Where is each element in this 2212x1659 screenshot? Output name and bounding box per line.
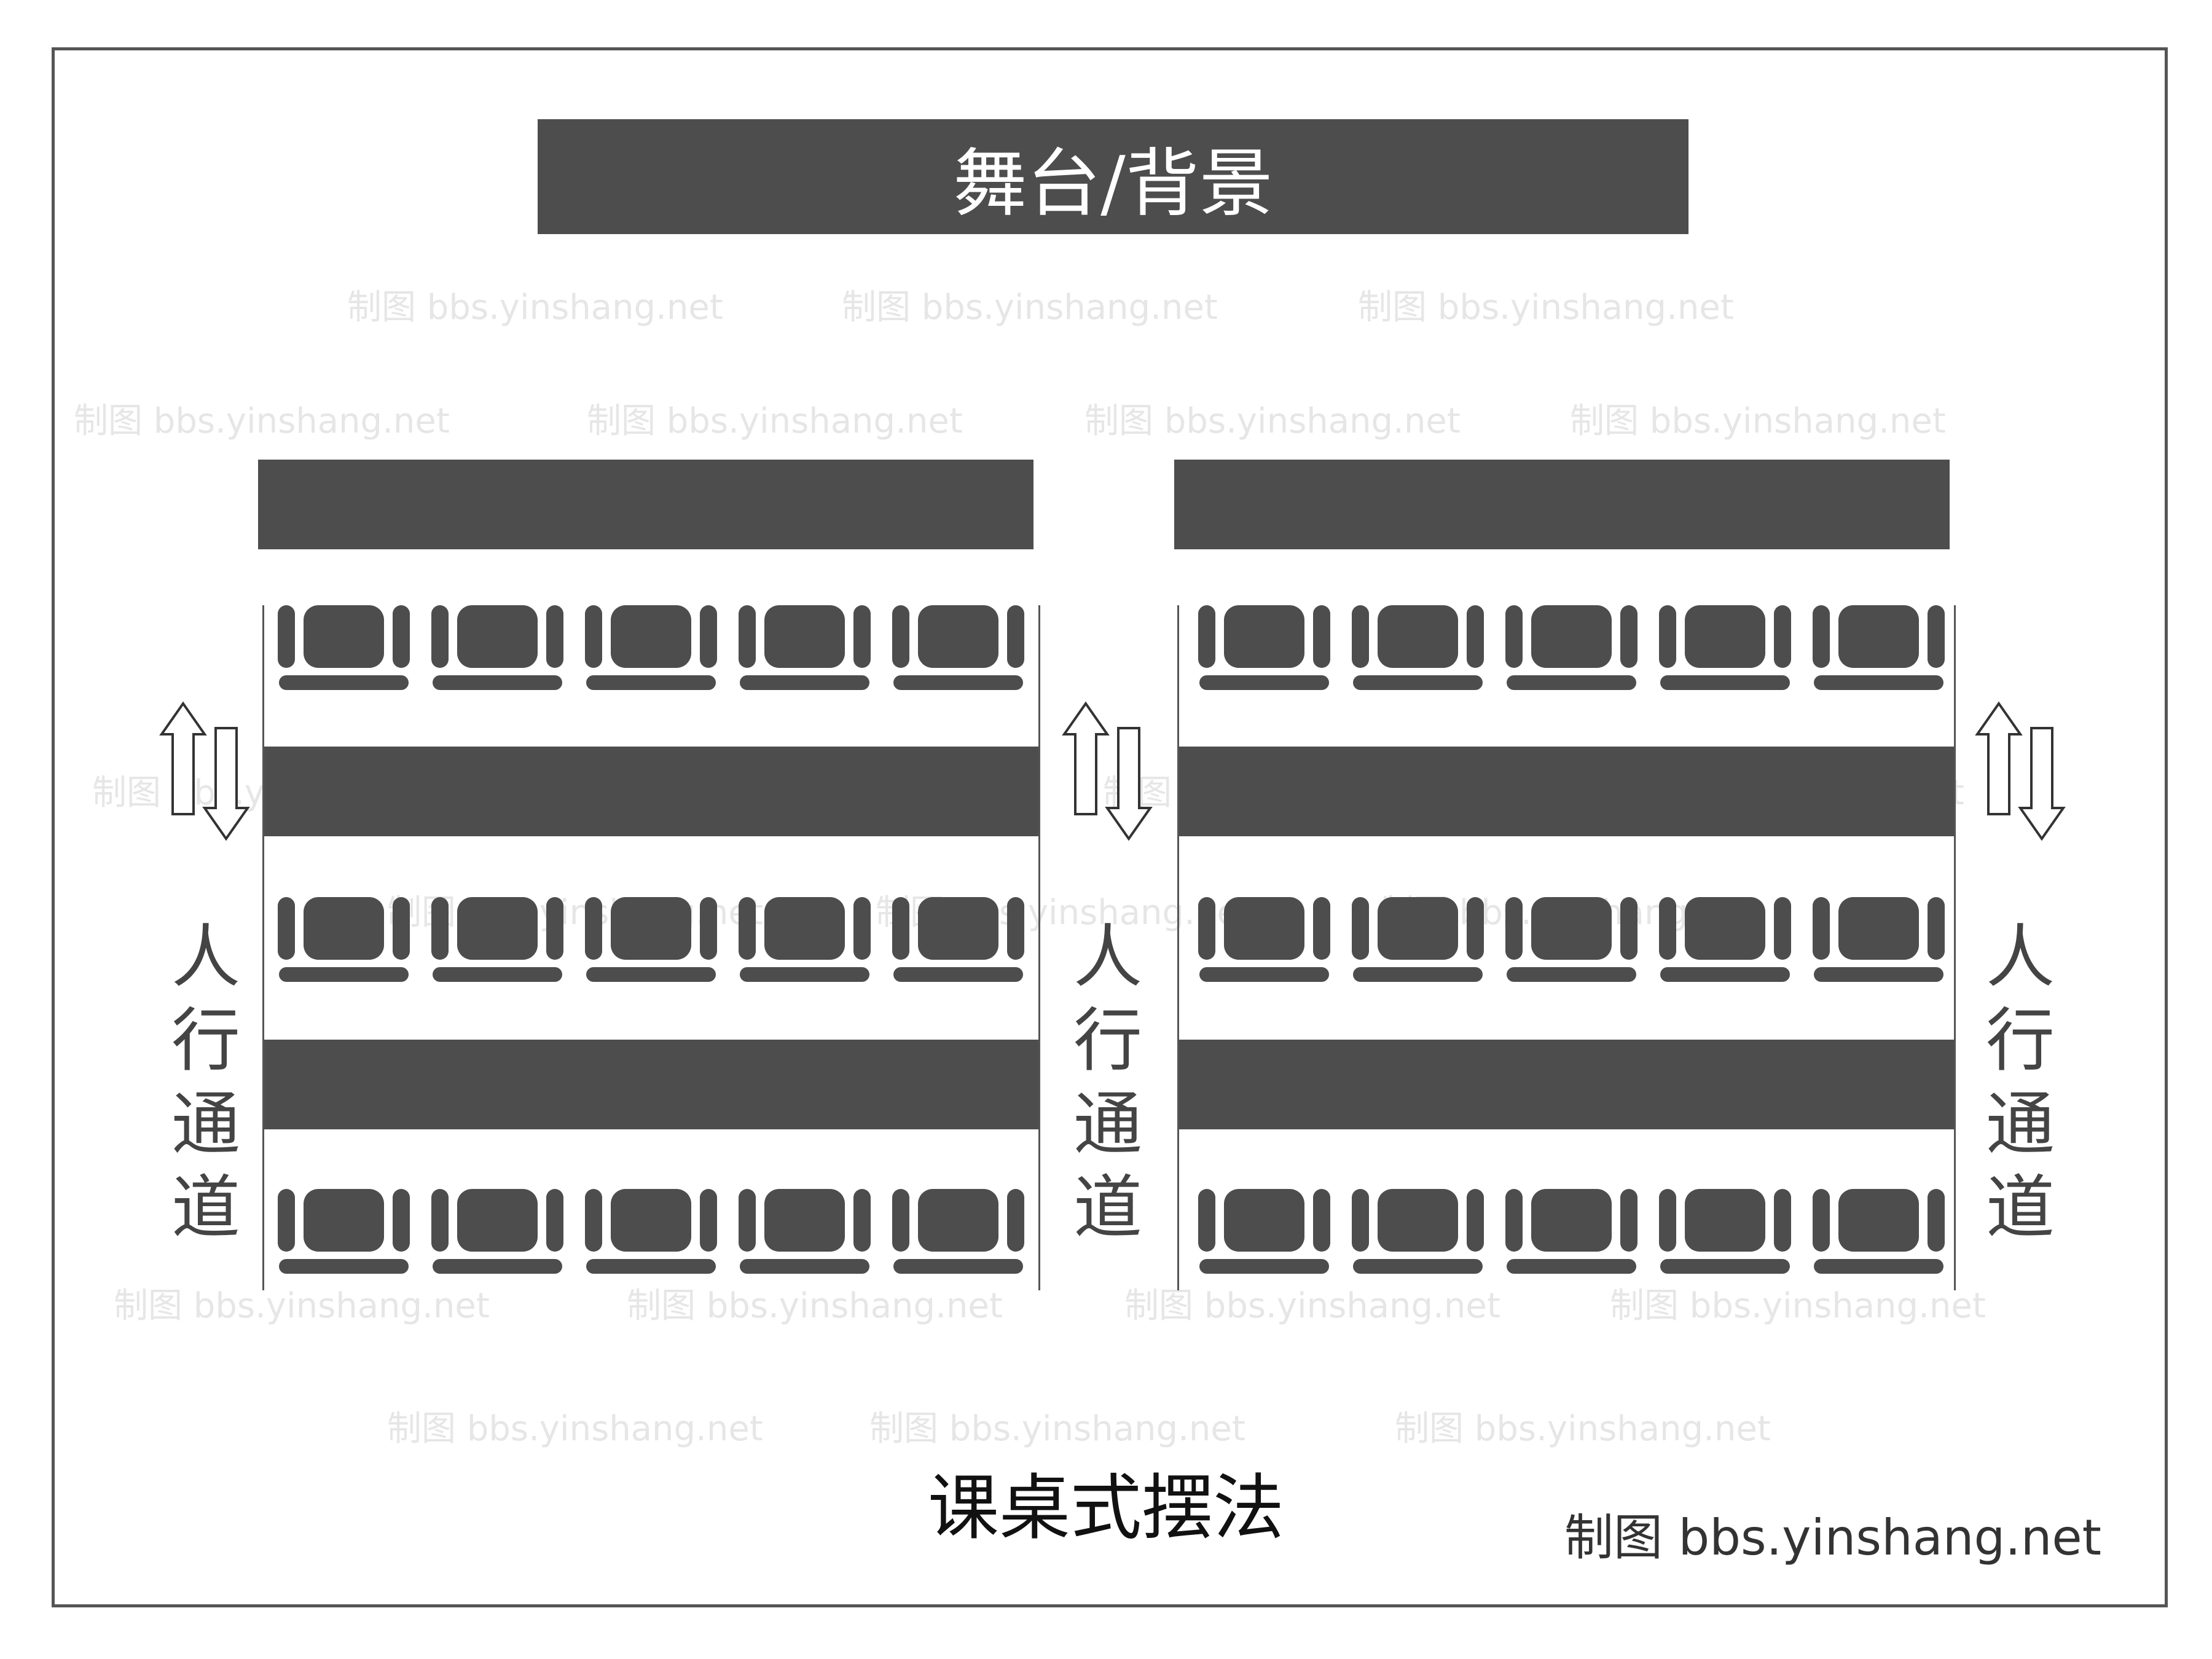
aisle-label-char: 通 [171, 1084, 240, 1164]
chair-icon [431, 897, 563, 982]
watermark-text: 制图 bbs.yinshang.net [1084, 401, 1461, 441]
watermark-text: 制图 bbs.yinshang.net [114, 1286, 490, 1326]
watermark-text: 制图 bbs.yinshang.net [1570, 401, 1946, 441]
watermark-text: 制图 bbs.yinshang.net [347, 288, 723, 327]
aisle-label-char: 通 [1073, 1084, 1142, 1164]
watermark-text: 制图 bbs.yinshang.net [74, 401, 450, 441]
aisle-label-char: 道 [1073, 1168, 1142, 1248]
aisle-label-char: 道 [1986, 1168, 2055, 1248]
aisle-label-char: 人 [1986, 917, 2055, 997]
chair-icon [1813, 1189, 1945, 1274]
block-left-edge-right [1038, 605, 1040, 1290]
chair-icon [1198, 1189, 1330, 1274]
watermark-text: 制图 bbs.yinshang.net [387, 1409, 763, 1449]
diagram-title: 课桌式摆法 [928, 1467, 1284, 1550]
watermark-text: 制图 bbs.yinshang.net [869, 1409, 1245, 1449]
chair-icon [1352, 897, 1484, 982]
desk-row-right-2 [1179, 1040, 1954, 1129]
aisle-label-char: 行 [1986, 1001, 2055, 1081]
watermark-text: 制图 bbs.yinshang.net [627, 1286, 1003, 1326]
aisle-label-center: 人 行 通 道 [1065, 916, 1151, 1250]
block-right-edge-right [1954, 605, 1956, 1290]
stage-block [538, 119, 1688, 234]
chair-icon [1813, 897, 1945, 982]
desk-row-left-2 [264, 1040, 1039, 1129]
aisle-arrow-icon [1062, 701, 1153, 841]
chair-icon [1505, 605, 1637, 690]
chair-icon [585, 897, 717, 982]
chair-icon [1352, 605, 1484, 690]
chair-icon [1198, 605, 1330, 690]
chair-icon [1198, 897, 1330, 982]
front-table-right [1174, 460, 1950, 549]
aisle-arrow-icon [159, 701, 250, 841]
block-right-edge-left [1177, 605, 1179, 1290]
chair-icon [585, 605, 717, 690]
chair-icon [278, 605, 410, 690]
chair-icon [739, 897, 871, 982]
watermark-text: 制图 bbs.yinshang.net [587, 401, 963, 441]
aisle-label-char: 行 [171, 1001, 240, 1081]
chair-icon [892, 897, 1024, 982]
chair-icon [1813, 605, 1945, 690]
desk-row-right-1 [1179, 747, 1954, 836]
block-left-edge-left [262, 605, 264, 1290]
chair-icon [1659, 605, 1791, 690]
aisle-label-char: 通 [1986, 1084, 2055, 1164]
watermark-text: 制图 bbs.yinshang.net [1124, 1286, 1500, 1326]
chair-icon [431, 1189, 563, 1274]
aisle-label-left: 人 行 通 道 [163, 916, 249, 1250]
stage-label: 舞台/背景 [953, 141, 1273, 227]
aisle-label-char: 人 [1073, 917, 1142, 997]
aisle-label-char: 行 [1073, 1001, 1142, 1081]
watermark-text: 制图 bbs.yinshang.net [1358, 288, 1734, 327]
watermark-text: 制图 bbs.yinshang.net [1610, 1286, 1986, 1326]
aisle-arrow-icon [1975, 701, 2066, 841]
aisle-label-char: 道 [171, 1168, 240, 1248]
watermark-text: 制图 bbs.yinshang.net [1395, 1409, 1771, 1449]
aisle-label-right: 人 行 通 道 [1977, 916, 2063, 1250]
aisle-label-char: 人 [171, 917, 240, 997]
desk-row-left-1 [264, 747, 1039, 836]
chair-icon [1352, 1189, 1484, 1274]
diagram-frame [52, 47, 2168, 1607]
chair-icon [585, 1189, 717, 1274]
credit-text: 制图 bbs.yinshang.net [1564, 1509, 2101, 1566]
chair-icon [431, 605, 563, 690]
watermark-text: 制图 bbs.yinshang.net [842, 288, 1218, 327]
chair-icon [739, 605, 871, 690]
chair-icon [1659, 1189, 1791, 1274]
chair-icon [278, 1189, 410, 1274]
chair-icon [892, 605, 1024, 690]
chair-icon [739, 1189, 871, 1274]
chair-icon [1505, 1189, 1637, 1274]
chair-icon [1505, 897, 1637, 982]
chair-icon [892, 1189, 1024, 1274]
chair-icon [278, 897, 410, 982]
chair-icon [1659, 897, 1791, 982]
front-table-left [258, 460, 1033, 549]
